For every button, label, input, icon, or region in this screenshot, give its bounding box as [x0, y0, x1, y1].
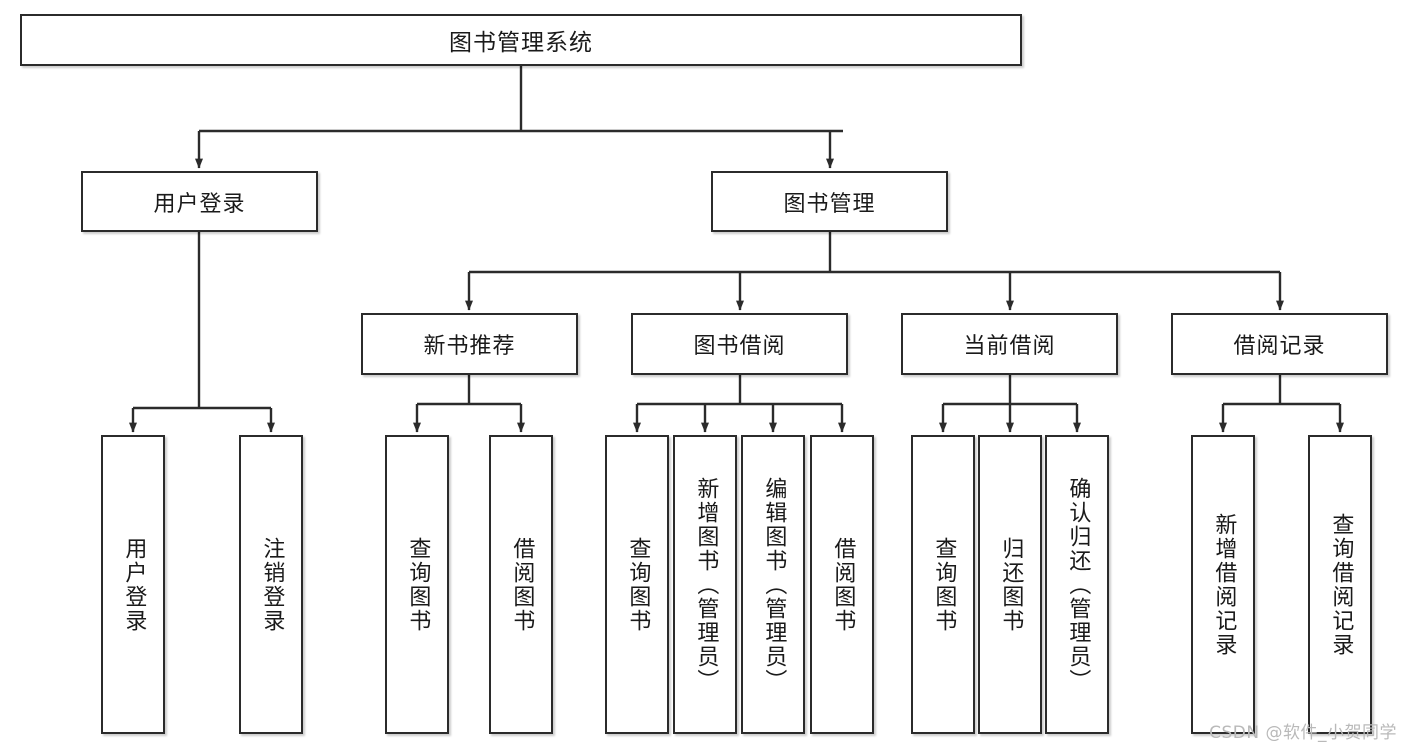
leaf-label: 查询图书	[931, 536, 957, 633]
node-current-borrow[interactable]: 当前借阅	[901, 313, 1118, 375]
leaf-borrow-add-book[interactable]: 新增图书（管理员）	[673, 435, 737, 734]
node-new-book-recommend-label: 新书推荐	[423, 334, 516, 359]
node-borrow-record-label: 借阅记录	[1233, 334, 1326, 359]
leaf-current-return-book[interactable]: 归还图书	[978, 435, 1042, 734]
leaf-label: 用户登录	[121, 536, 147, 633]
leaf-label: 新增图书（管理员）	[693, 476, 719, 693]
node-new-book-recommend[interactable]: 新书推荐	[361, 313, 578, 375]
leaf-borrow-borrow-book[interactable]: 借阅图书	[810, 435, 874, 734]
node-book-borrow-label: 图书借阅	[693, 334, 786, 359]
leaf-record-query[interactable]: 查询借阅记录	[1308, 435, 1372, 734]
leaf-borrow-edit-book[interactable]: 编辑图书（管理员）	[741, 435, 805, 734]
leaf-label: 查询借阅记录	[1328, 512, 1354, 657]
node-borrow-record[interactable]: 借阅记录	[1171, 313, 1388, 375]
leaf-new-book-borrow[interactable]: 借阅图书	[489, 435, 553, 734]
leaf-label: 编辑图书（管理员）	[761, 476, 787, 693]
leaf-label: 借阅图书	[830, 536, 856, 633]
watermark-text: CSDN @软件_小贺同学	[1209, 723, 1397, 743]
node-book-borrow[interactable]: 图书借阅	[631, 313, 848, 375]
node-user-login[interactable]: 用户登录	[81, 171, 318, 232]
leaf-label: 查询图书	[625, 536, 651, 633]
leaf-record-add[interactable]: 新增借阅记录	[1191, 435, 1255, 734]
node-current-borrow-label: 当前借阅	[963, 334, 1056, 359]
node-root[interactable]: 图书管理系统	[20, 14, 1022, 66]
leaf-user-login-signout[interactable]: 注销登录	[239, 435, 303, 734]
node-book-management-label: 图书管理	[783, 191, 876, 217]
leaf-label: 注销登录	[259, 536, 285, 633]
node-book-management[interactable]: 图书管理	[711, 171, 948, 232]
node-root-label: 图书管理系统	[449, 30, 593, 56]
leaf-current-query-book[interactable]: 查询图书	[911, 435, 975, 734]
leaf-borrow-query-book[interactable]: 查询图书	[605, 435, 669, 734]
leaf-new-book-query[interactable]: 查询图书	[385, 435, 449, 734]
leaf-label: 借阅图书	[509, 536, 535, 633]
leaf-label: 归还图书	[998, 536, 1024, 633]
node-user-login-label: 用户登录	[153, 191, 246, 217]
leaf-label: 新增借阅记录	[1211, 512, 1237, 657]
leaf-label: 确认归还（管理员）	[1065, 476, 1091, 693]
leaf-label: 查询图书	[405, 536, 431, 633]
leaf-current-confirm-return[interactable]: 确认归还（管理员）	[1045, 435, 1109, 734]
leaf-user-login-signin[interactable]: 用户登录	[101, 435, 165, 734]
